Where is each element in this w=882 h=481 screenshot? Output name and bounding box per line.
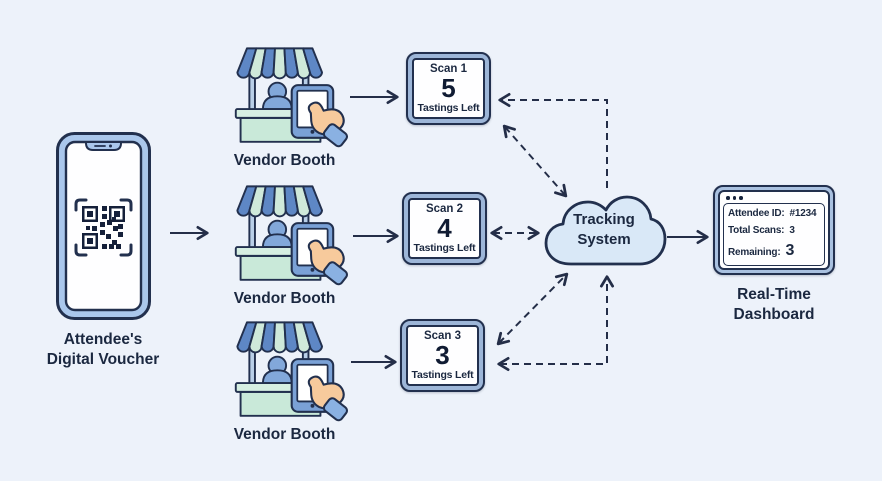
scan-count: 5: [441, 72, 456, 103]
qr-code: [74, 198, 133, 257]
cloud-label-line2: System: [577, 230, 631, 248]
scan-caption: Tastings Left: [411, 369, 474, 382]
cloud-label: Tracking System: [538, 210, 670, 250]
window-dots-icon: [726, 196, 825, 200]
scan-title: Scan 2: [425, 202, 464, 215]
dashboard-content: Attendee ID: #1234 Total Scans: 3 Remain…: [723, 202, 825, 266]
row-value: 3: [789, 225, 795, 237]
scan-card-1: Scan 1 5 Tastings Left: [406, 52, 491, 125]
dashed-arrow-cloud-to-scan1: [498, 93, 608, 188]
vendor-booth-1: Vendor Booth: [215, 42, 354, 171]
cloud-label-line1: Tracking: [573, 211, 635, 228]
row-label: Remaining:: [728, 247, 781, 259]
cloud-icon: [544, 195, 667, 266]
vendor-booth-label: Vendor Booth: [233, 290, 336, 307]
scan-title: Scan 1: [429, 62, 468, 75]
row-value: #1234: [789, 208, 817, 220]
phone-label: Attendee's Digital Voucher: [10, 330, 196, 370]
scan-card-2: Scan 2 4 Tastings Left: [402, 192, 487, 265]
vendor-booth-2: Vendor Booth: [215, 180, 354, 309]
vendor-booth-icon: [234, 321, 350, 423]
row-value: 3: [785, 242, 795, 260]
dashboard-row-attendee: Attendee ID: #1234: [728, 208, 820, 219]
dashboard-window: Attendee ID: #1234 Total Scans: 3 Remain…: [713, 185, 835, 275]
phone-label-line2: Digital Voucher: [46, 351, 160, 369]
row-label: Attendee ID:: [728, 208, 785, 220]
dashboard-label: Real-Time Dashboard: [704, 285, 844, 325]
scan-title: Scan 3: [423, 329, 462, 342]
scan-caption: Tastings Left: [417, 102, 480, 115]
scan-caption: Tastings Left: [413, 242, 476, 255]
vendor-booth-3: Vendor Booth: [215, 316, 354, 445]
dashed-arrow-scan3-cloud: [496, 272, 569, 346]
scan-count: 4: [437, 212, 452, 243]
dashboard-row-total-scans: Total Scans: 3: [728, 225, 820, 236]
dashboard-label-line2: Dashboard: [733, 306, 815, 324]
row-label: Total Scans:: [728, 225, 785, 237]
dashboard-label-line1: Real-Time: [737, 286, 811, 303]
vendor-booth-label: Vendor Booth: [233, 152, 336, 169]
dashed-arrow-cloud-to-scan3: [497, 275, 614, 371]
smartphone-icon: [56, 132, 151, 320]
dashboard-row-remaining: Remaining: 3: [728, 242, 820, 260]
dashed-arrow-scan1-cloud: [502, 124, 568, 198]
vendor-booth-label: Vendor Booth: [233, 426, 336, 443]
vendor-booth-icon: [234, 185, 350, 287]
phone-label-line1: Attendee's: [63, 331, 143, 348]
scan-card-3: Scan 3 3 Tastings Left: [400, 319, 485, 392]
scan-count: 3: [435, 339, 450, 370]
vendor-booth-icon: [234, 47, 350, 149]
